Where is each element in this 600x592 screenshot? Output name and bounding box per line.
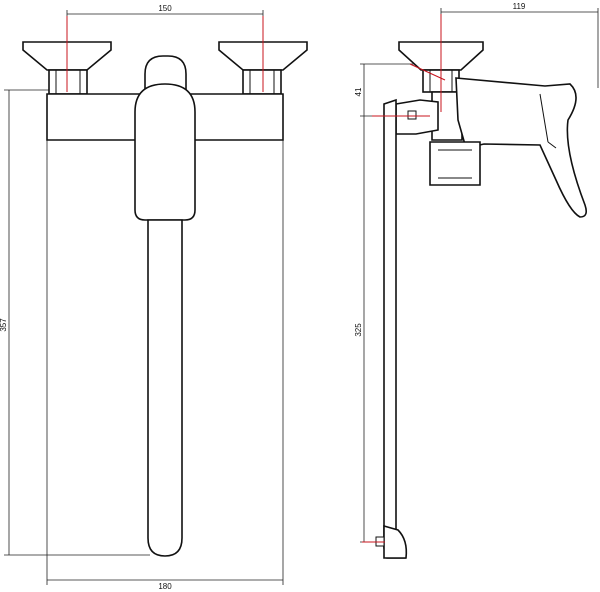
side-view: 119 41 325: [354, 2, 599, 559]
side-lever-detail: [539, 93, 557, 149]
front-view: 150 357 180: [0, 4, 308, 591]
front-dim-bottom: 180: [46, 140, 284, 591]
front-dim-left-label: 357: [0, 318, 8, 332]
side-lower-fitting: [429, 141, 481, 186]
side-dim-spout-height-label: 41: [354, 87, 363, 96]
side-dim-length-label: 325: [354, 323, 363, 337]
side-body-lever: [455, 77, 587, 218]
front-dim-top: 150: [66, 4, 264, 40]
front-dim-bottom-label: 180: [158, 582, 172, 591]
swivel-collar: [134, 83, 196, 221]
side-spout-arm: [383, 98, 406, 559]
side-centerline-handle: [409, 63, 446, 81]
right-handle: [218, 41, 308, 95]
front-dim-top-label: 150: [158, 4, 172, 13]
side-dim-top-label: 119: [513, 2, 526, 11]
front-dim-left: 357: [0, 89, 150, 556]
side-spout-connector: [395, 99, 439, 135]
spout-tube: [147, 219, 183, 557]
side-spout-tip: [383, 524, 408, 559]
